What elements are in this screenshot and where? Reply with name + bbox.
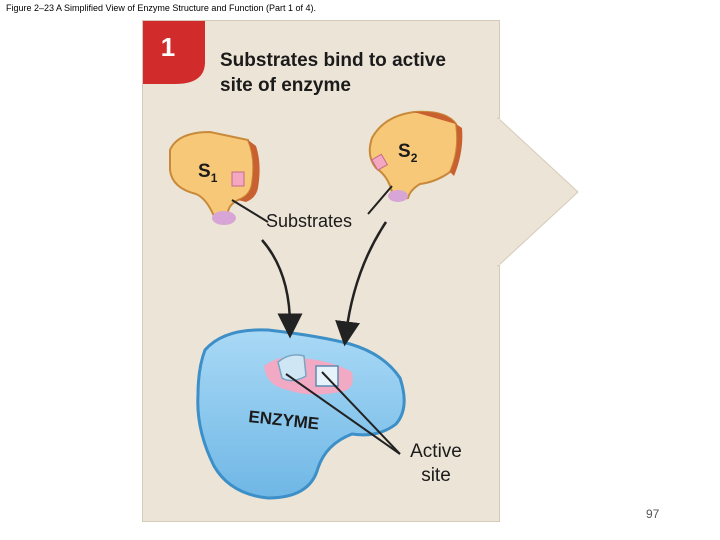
figure-caption: Figure 2–23 A Simplified View of Enzyme … xyxy=(6,3,316,13)
substrate-s2-shape xyxy=(368,110,463,202)
s1-leader-line xyxy=(231,199,269,223)
active-site-label: Active site xyxy=(410,441,462,486)
page-number: 97 xyxy=(646,507,660,521)
panel-next-arrow xyxy=(497,116,579,268)
substrate-s2-label: S2 xyxy=(398,141,417,165)
step-badge xyxy=(143,21,205,84)
step-title: Substrates bind to active site of enzyme xyxy=(220,50,446,96)
substrate-s1-label: S1 xyxy=(198,161,217,185)
s1-letter: S xyxy=(198,161,211,182)
active-site-leader-line-1 xyxy=(285,373,401,455)
s2-subscript: 2 xyxy=(410,150,418,165)
arrow-to-enzyme-left xyxy=(261,239,303,339)
step-number: 1 xyxy=(161,32,175,62)
active-site-leader-line-2 xyxy=(321,371,401,455)
arrow-to-enzyme-right xyxy=(335,221,388,347)
s2-letter: S xyxy=(398,141,411,162)
substrates-label: Substrates xyxy=(266,211,353,231)
substrate-s1-shape xyxy=(169,130,260,225)
s1-subscript: 1 xyxy=(210,170,218,185)
s2-leader-line xyxy=(367,185,393,215)
